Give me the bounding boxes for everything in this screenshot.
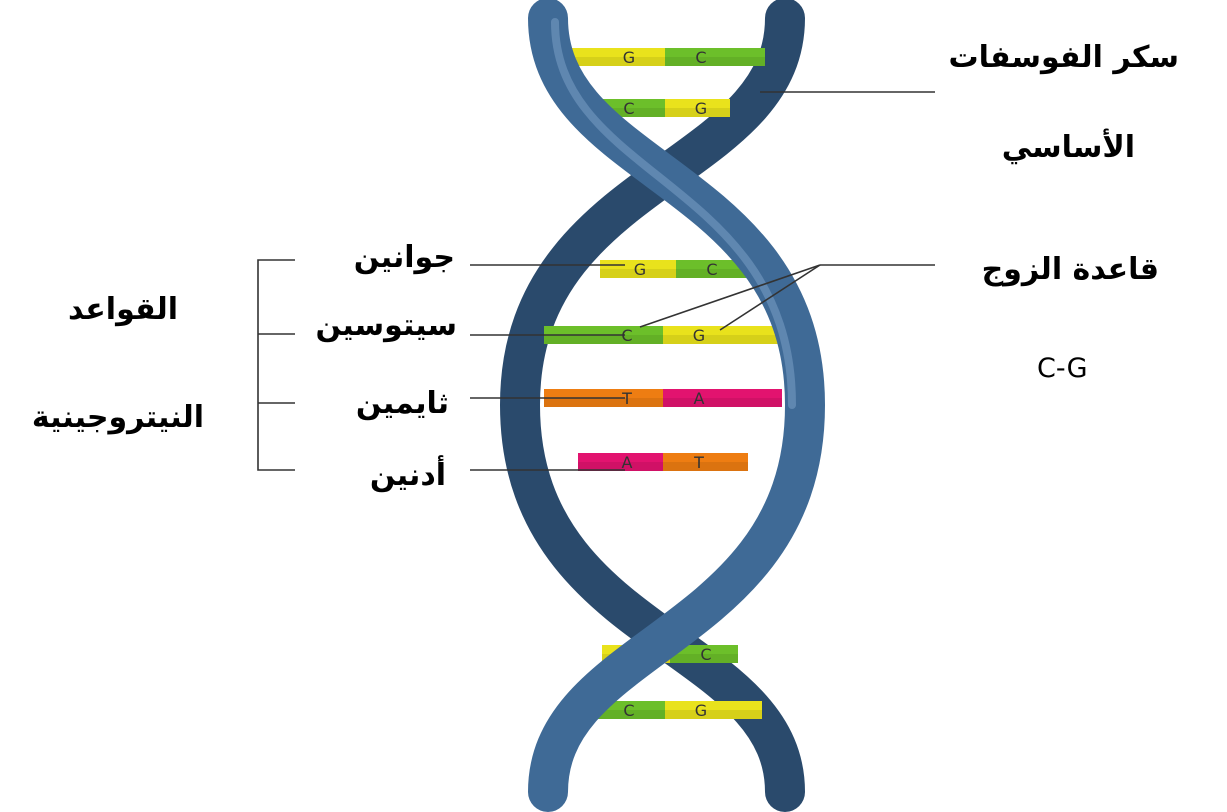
- base-letter: C: [621, 326, 632, 345]
- base-pair-connector-g: [719, 264, 821, 331]
- base-segment-right: [665, 48, 765, 66]
- base-segment-right: [665, 701, 762, 719]
- base-segment-shade: [670, 654, 738, 663]
- base-letter: A: [622, 453, 633, 472]
- base-pair-example: C-G: [1037, 353, 1088, 384]
- backbone-strand-back: [499, 0, 805, 812]
- base-segment-shade: [665, 108, 730, 117]
- base-segment-left: [565, 48, 665, 66]
- base-segment-shade: [578, 462, 663, 471]
- adenine-label: أدنين: [369, 458, 446, 493]
- base-segment-shade: [663, 398, 782, 407]
- base-letter: C: [706, 260, 717, 279]
- base-letter: C: [700, 645, 711, 664]
- base-letter: C: [623, 99, 634, 118]
- sugar-phosphate-label-line2: الأساسي: [1001, 130, 1135, 165]
- base-letter: C: [623, 701, 634, 720]
- base-segment-shade: [676, 269, 752, 278]
- base-letter: C: [695, 48, 706, 67]
- base-segment-shade: [565, 57, 665, 66]
- base-segment-right: [665, 99, 730, 117]
- cytosine-label: سيتوسين: [315, 308, 457, 343]
- base-segment-right: [663, 326, 782, 344]
- base-segment-shade: [544, 335, 663, 344]
- base-letter: G: [623, 48, 635, 67]
- connector-lines: [257, 91, 935, 471]
- base-segment-shade: [544, 398, 663, 407]
- base-letter: G: [695, 99, 707, 118]
- guanine-label: جوانين: [353, 240, 455, 275]
- base-letter: A: [694, 389, 705, 408]
- base-segment-shade: [663, 335, 782, 344]
- base-letter: G: [634, 260, 646, 279]
- base-letter: G: [693, 326, 705, 345]
- base-letter: T: [621, 389, 632, 408]
- backbone-strand-highlight: [551, 18, 796, 409]
- base-segment-right: [670, 645, 738, 663]
- base-pair-label: قاعدة الزوج: [981, 252, 1159, 287]
- base-segment-shade: [665, 710, 762, 719]
- nitrogen-bases-bracket: [257, 259, 295, 471]
- base-segment-shade: [568, 710, 665, 719]
- sugar-phosphate-label-line1: سكر الفوسفات: [948, 40, 1179, 75]
- base-letter: G: [695, 701, 707, 720]
- thymine-label: ثايمين: [355, 386, 449, 421]
- base-segment-shade: [665, 57, 765, 66]
- base-segment-shade: [663, 462, 748, 471]
- base-segment-shade: [600, 269, 676, 278]
- base-pair-connector-c: [639, 264, 821, 328]
- base-segment-right: [663, 453, 748, 471]
- nitrogen-bases-label-line2: النيتروجينية: [31, 400, 205, 435]
- nitrogen-bases-label-line1: القواعد: [67, 292, 179, 327]
- base-segment-right: [676, 260, 752, 278]
- base-letter: T: [693, 453, 704, 472]
- base-segment-shade: [600, 108, 665, 117]
- base-segment-right: [663, 389, 782, 407]
- base-segment-left: [578, 453, 663, 471]
